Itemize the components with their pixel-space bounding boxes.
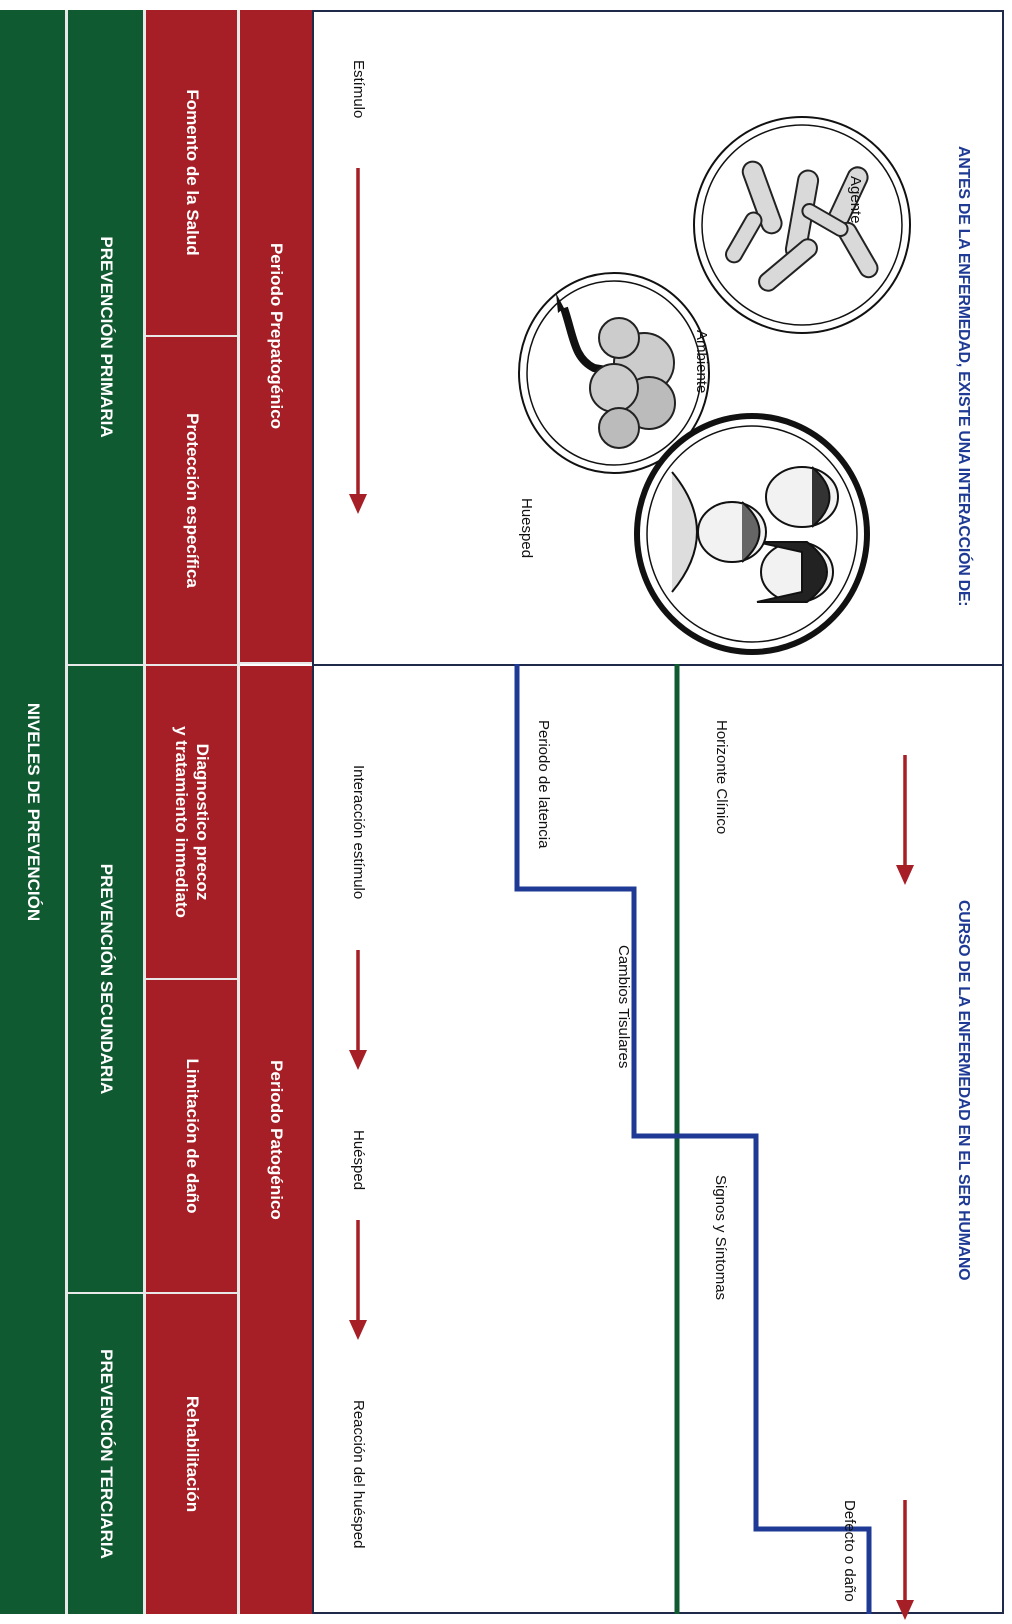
course-arrow-right: [896, 1500, 914, 1620]
agent-circle: [693, 116, 911, 334]
early-diagnosis-line1: Diagnostico precoz: [192, 743, 212, 901]
bacteria-icon: [725, 160, 879, 292]
stimulus-arrow: [349, 168, 367, 514]
early-diagnosis-cell: Diagnostico precoz y tratamiento inmedia…: [146, 666, 237, 980]
signs-symptoms-label: Signos y Síntomas: [712, 1175, 729, 1301]
row-separator-3: [65, 10, 68, 1614]
tissue-changes-label: Cambios Tisulares: [615, 945, 632, 1069]
tree-icon: [556, 293, 676, 449]
stimulus-interaction-label: Interacción estímulo: [350, 765, 367, 900]
primary-prevention-cell: PREVENCIÓN PRIMARIA: [68, 10, 143, 666]
disease-course-graph: [514, 664, 872, 1614]
health-promotion-cell: Fomento de la Salud: [146, 10, 237, 337]
damage-limitation-cell: Limitación de daño: [146, 980, 237, 1294]
tertiary-prevention-cell: PREVENCIÓN TERCIARIA: [68, 1294, 143, 1614]
environment-label: Ambiente: [693, 330, 710, 394]
host-label: Huesped: [518, 498, 535, 559]
environment-circle: [518, 272, 710, 474]
stimulus-label: Estímulo: [350, 60, 367, 119]
secondary-prevention-cell: PREVENCIÓN SECUNDARIA: [68, 666, 143, 1294]
course-bottom-arrow-1: [349, 950, 367, 1070]
rehabilitation-cell: Rehabilitación: [146, 1294, 237, 1614]
interaction-title: ANTES DE LA ENFERMEDAD, EXISTE UNA INTER…: [955, 146, 972, 607]
latency-label: Periodo de latencia: [535, 720, 552, 849]
row-separator: [237, 10, 240, 1614]
pathogenic-period: Periodo Patogénico: [240, 666, 312, 1614]
people-icon: [671, 466, 839, 603]
host-circle: [634, 413, 870, 655]
damage-label: Defecto o daño: [841, 1500, 858, 1602]
prevention-levels-footer: NIVELES DE PREVENCIÓN: [0, 10, 65, 1614]
specific-protection-cell: Protección específica: [146, 337, 237, 666]
agent-label: Agente: [847, 176, 864, 224]
row-separator-2: [143, 10, 146, 1614]
prepathogenic-period: Periodo Prepatogénico: [240, 10, 312, 664]
course-arrow-left: [896, 755, 914, 885]
host-response-label: Huésped: [350, 1130, 367, 1191]
course-bottom-arrow-2: [349, 1220, 367, 1340]
clinical-horizon-label: Horizonte Clínico: [713, 720, 730, 835]
host-reaction-label: Reacción del huésped: [350, 1400, 367, 1549]
disease-progression-line: [514, 664, 872, 1614]
early-diagnosis-line2: y tratamiento inmediato: [172, 726, 192, 918]
